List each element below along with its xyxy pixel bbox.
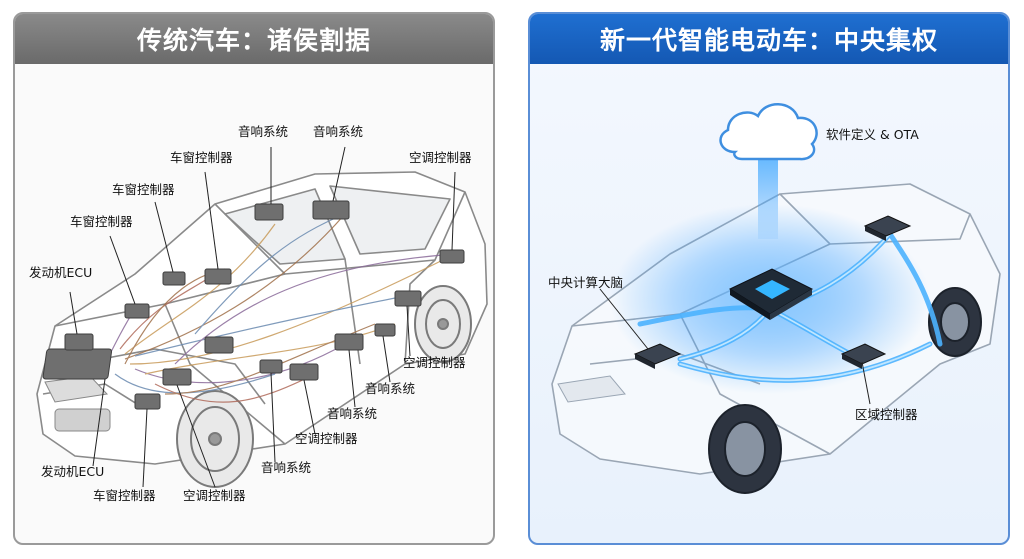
label-central-brain: 中央计算大脑 [548, 276, 623, 290]
ev-front-wheel [709, 405, 781, 493]
label-ac-4: 空调控制器 [183, 489, 246, 503]
label-audio-3: 音响系统 [365, 382, 415, 396]
label-window-3: 车窗控制器 [70, 215, 133, 229]
label-audio-2: 音响系统 [313, 125, 363, 139]
front-wheel [177, 391, 253, 487]
label-window-1: 车窗控制器 [170, 151, 233, 165]
traditional-car-panel: 传统汽车：诸侯割据 [13, 12, 495, 545]
smart-ev-panel: 新一代智能电动车：中央集权 [528, 12, 1010, 545]
left-panel-title: 传统汽车：诸侯割据 [15, 14, 493, 64]
label-software-ota: 软件定义 & OTA [826, 128, 919, 142]
label-engine-ecu-2: 发动机ECU [41, 465, 104, 479]
smart-ev-drawing [530, 64, 1010, 545]
label-zone-controller: 区域控制器 [855, 408, 918, 422]
label-window-2: 车窗控制器 [112, 183, 175, 197]
label-audio-1: 音响系统 [238, 125, 288, 139]
label-ac-2: 空调控制器 [403, 356, 466, 370]
rear-wheel [415, 286, 471, 362]
traditional-car-illustration: 音响系统 音响系统 车窗控制器 空调控制器 车窗控制器 车窗控制器 发动机ECU… [15, 64, 495, 545]
cloud-icon [721, 104, 817, 159]
label-audio-5: 音响系统 [261, 461, 311, 475]
smart-ev-illustration: 软件定义 & OTA 中央计算大脑 区域控制器 [530, 64, 1010, 545]
label-engine-ecu-1: 发动机ECU [29, 266, 92, 280]
label-window-4: 车窗控制器 [93, 489, 156, 503]
label-audio-4: 音响系统 [327, 407, 377, 421]
label-ac-3: 空调控制器 [295, 432, 358, 446]
right-panel-title: 新一代智能电动车：中央集权 [530, 14, 1008, 64]
label-ac-1: 空调控制器 [409, 151, 472, 165]
